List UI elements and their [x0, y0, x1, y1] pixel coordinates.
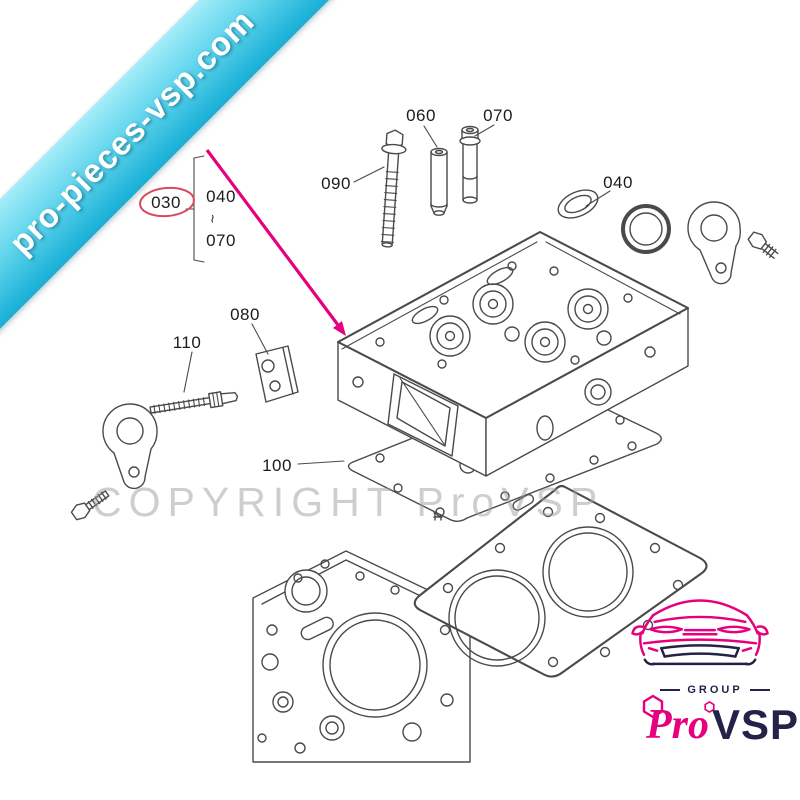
part-label-110: 110: [172, 333, 202, 352]
lifting-eye-right-drawing: [687, 201, 779, 285]
part-label-090: 090: [321, 174, 351, 193]
part-label-range-040: 040: [206, 187, 236, 206]
part-label-080: 080: [230, 305, 260, 324]
logo-car-icon: [631, 599, 769, 666]
lifting-eye-left-drawing: [70, 403, 158, 521]
cylinder-head-drawing: [336, 230, 690, 477]
bolt-090-drawing: [380, 129, 407, 248]
group-line-left: [660, 689, 681, 691]
highlight-ellipse-030: [139, 186, 195, 218]
part-label-030: 030: [151, 193, 181, 212]
part-label-range-070: 070: [206, 231, 236, 250]
bracket-080-drawing: [255, 345, 299, 403]
logo-brand-vsp: VSP: [712, 701, 800, 748]
part-label-070: 070: [483, 106, 513, 125]
logo-brand-pro: Pro: [646, 702, 709, 748]
logo-wordmark: Pro VSP: [646, 700, 799, 750]
part-label-100: 100: [262, 456, 292, 475]
logo-group-label: GROUP: [687, 684, 743, 696]
valve-guide-060-drawing: [430, 147, 448, 216]
part-label-060: 060: [406, 106, 436, 125]
cap-040-drawing: [557, 189, 671, 254]
copyright-watermark: COPYRIGHT ProVSP: [92, 479, 605, 525]
pointer-arrow: [205, 149, 346, 336]
logo-group-row: GROUP: [648, 684, 782, 696]
head-gasket-drawing: [413, 484, 708, 678]
rod-110-drawing: [149, 391, 239, 414]
part-label-range-tilde: ~: [203, 214, 221, 224]
logo-hexagon-icon: [642, 694, 664, 719]
part-label-040: 040: [603, 173, 633, 192]
group-line-right: [749, 689, 770, 691]
valve-guide-070-drawing: [459, 125, 481, 204]
logo-hexagon-small-icon: [704, 701, 715, 713]
